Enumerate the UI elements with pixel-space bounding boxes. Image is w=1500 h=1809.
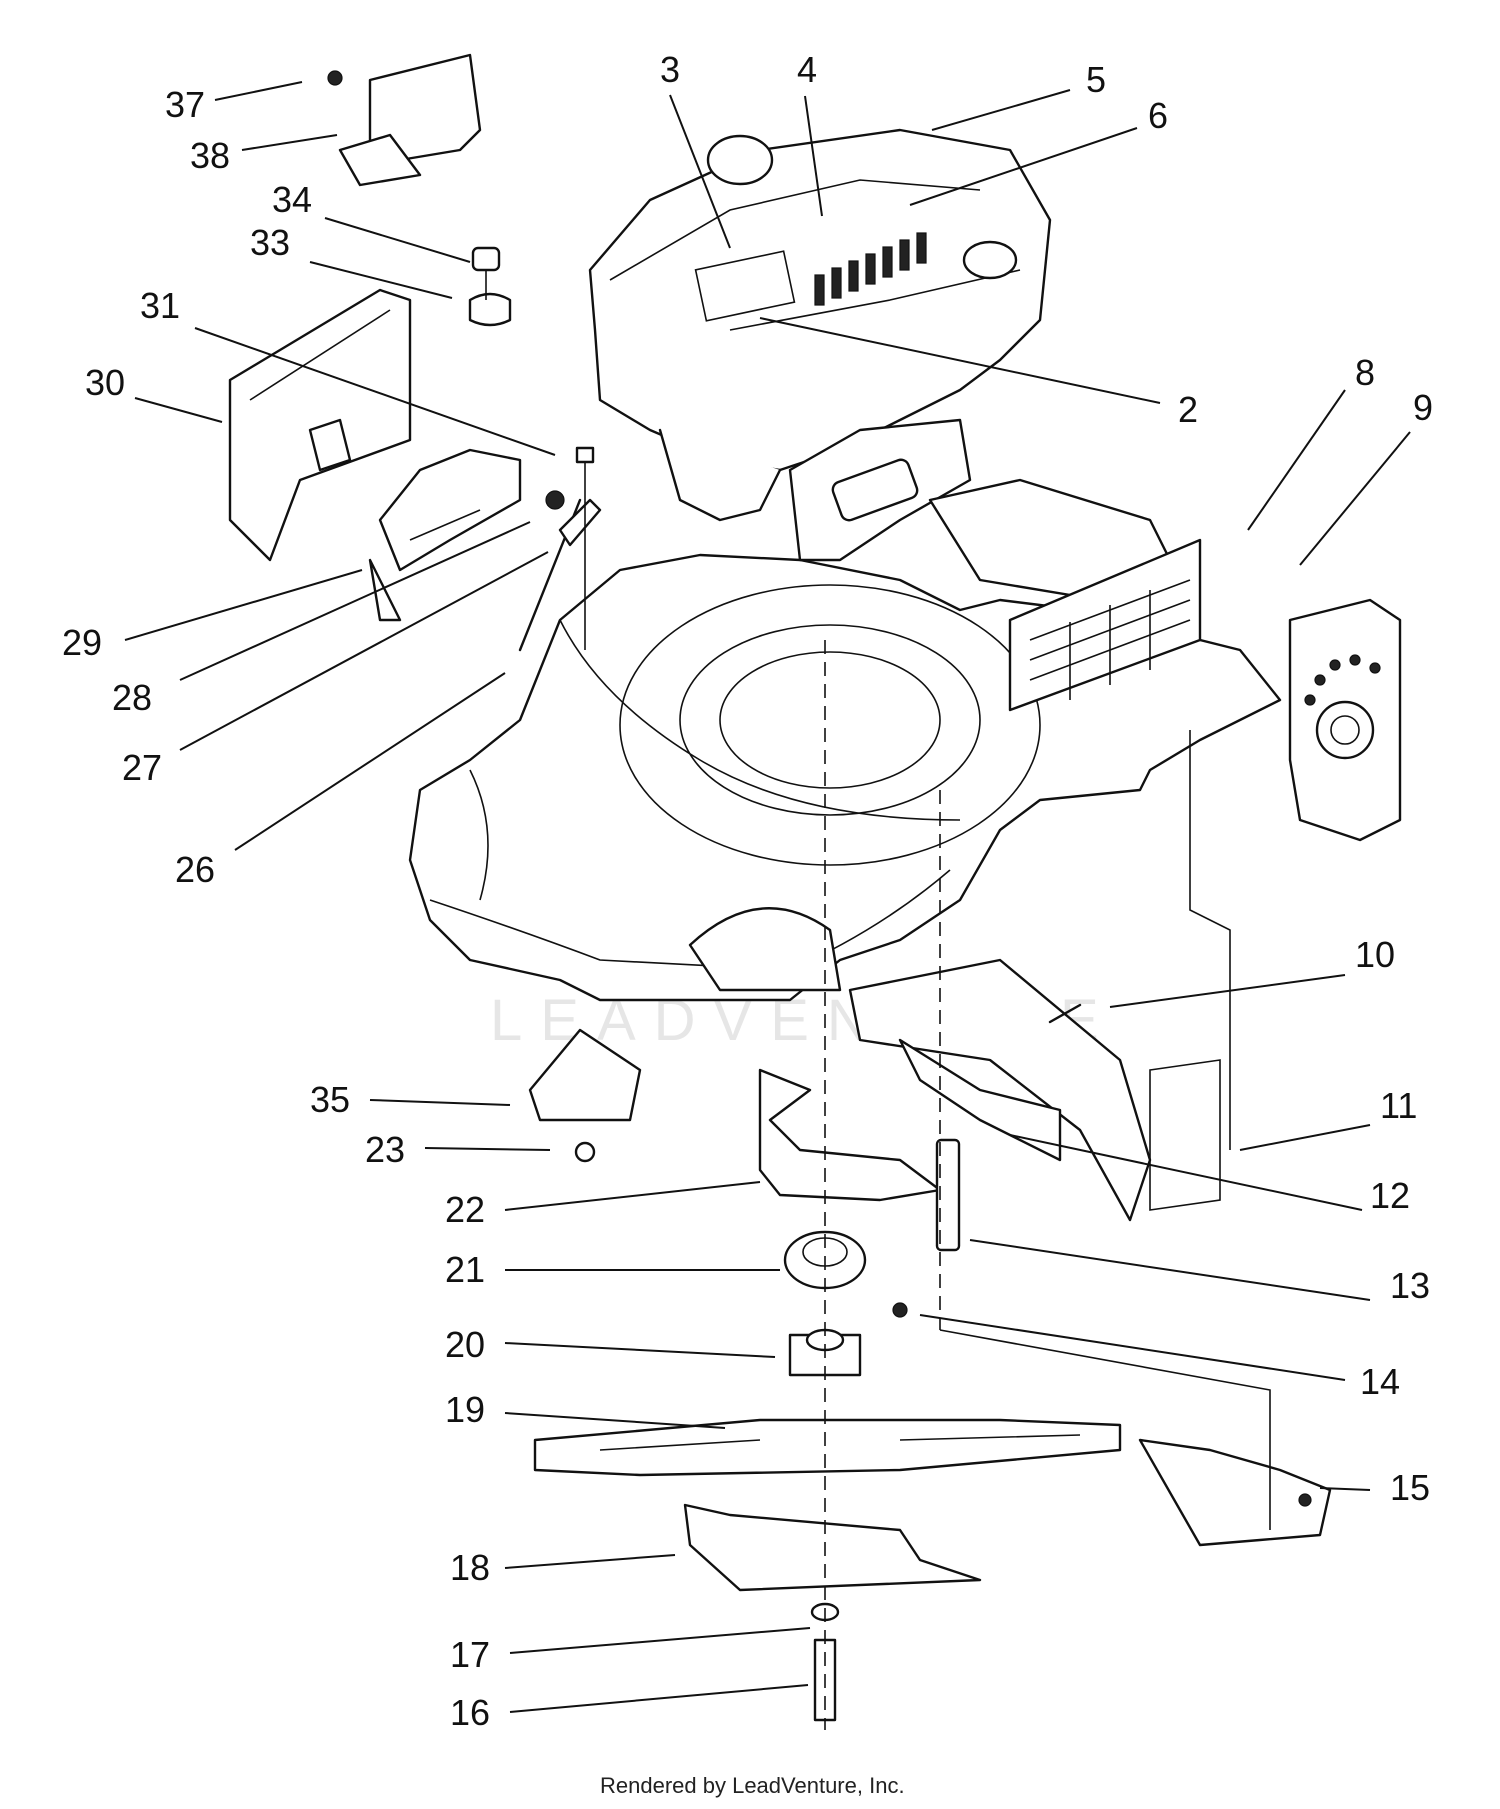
credit-text: Rendered by LeadVenture, Inc. xyxy=(600,1773,905,1798)
blade-adapter xyxy=(758,1068,942,1202)
leader-lines xyxy=(124,81,1411,1713)
stud xyxy=(935,1138,961,1252)
callout-4: 4 xyxy=(797,49,817,90)
callout-21: 21 xyxy=(445,1249,485,1290)
fuel-cap xyxy=(706,134,774,186)
rear-door-bracket xyxy=(1008,538,1202,712)
blade xyxy=(533,1418,1122,1477)
callout-3: 3 xyxy=(660,49,680,90)
lever xyxy=(558,498,602,547)
callout-27: 27 xyxy=(122,747,162,788)
deflector-bracket xyxy=(327,53,482,187)
engine-cooling-slots xyxy=(814,232,927,306)
callout-14: 14 xyxy=(1360,1361,1400,1402)
callout-13: 13 xyxy=(1390,1265,1430,1306)
callout-6: 6 xyxy=(1148,95,1168,136)
callout-5: 5 xyxy=(1086,59,1106,100)
callout-37: 37 xyxy=(165,84,205,125)
callout-28: 28 xyxy=(112,677,152,718)
callout-12: 12 xyxy=(1370,1175,1410,1216)
wheel-height-bracket xyxy=(1288,598,1402,842)
callout-31: 31 xyxy=(140,285,180,326)
callout-26: 26 xyxy=(175,849,215,890)
screw xyxy=(892,1302,908,1318)
callout-22: 22 xyxy=(445,1189,485,1230)
callout-2: 2 xyxy=(1178,389,1198,430)
blade-lower xyxy=(683,1503,982,1592)
callout-10: 10 xyxy=(1355,934,1395,975)
mulch-bracket xyxy=(528,1028,642,1122)
callout-33: 33 xyxy=(250,222,290,263)
baffle xyxy=(848,958,1152,1222)
discharge-chute xyxy=(228,288,412,562)
blade-guard xyxy=(1138,1438,1332,1547)
callout-18: 18 xyxy=(450,1547,490,1588)
clip xyxy=(468,292,512,327)
knob xyxy=(471,246,501,272)
callout-8: 8 xyxy=(1355,352,1375,393)
callout-15: 15 xyxy=(1390,1467,1430,1508)
callout-16: 16 xyxy=(450,1692,490,1733)
callout-23: 23 xyxy=(365,1129,405,1170)
bracket-plate xyxy=(1149,1059,1221,1211)
callout-34: 34 xyxy=(272,179,312,220)
callout-38: 38 xyxy=(190,135,230,176)
callout-labels: 2 3 4 5 6 8 9 10 11 12 13 14 15 16 17 18… xyxy=(62,49,1433,1733)
screw-10 xyxy=(1048,1003,1082,1024)
spring xyxy=(545,490,565,510)
nut xyxy=(574,1141,596,1163)
callout-29: 29 xyxy=(62,622,102,663)
callout-11: 11 xyxy=(1380,1085,1417,1126)
callout-19: 19 xyxy=(445,1389,485,1430)
oil-cap xyxy=(962,240,1018,280)
engine xyxy=(588,128,1182,602)
callout-35: 35 xyxy=(310,1079,350,1120)
mulch-plug xyxy=(368,448,522,622)
callout-30: 30 xyxy=(85,362,125,403)
callout-9: 9 xyxy=(1413,387,1433,428)
callout-20: 20 xyxy=(445,1324,485,1365)
callout-17: 17 xyxy=(450,1634,490,1675)
